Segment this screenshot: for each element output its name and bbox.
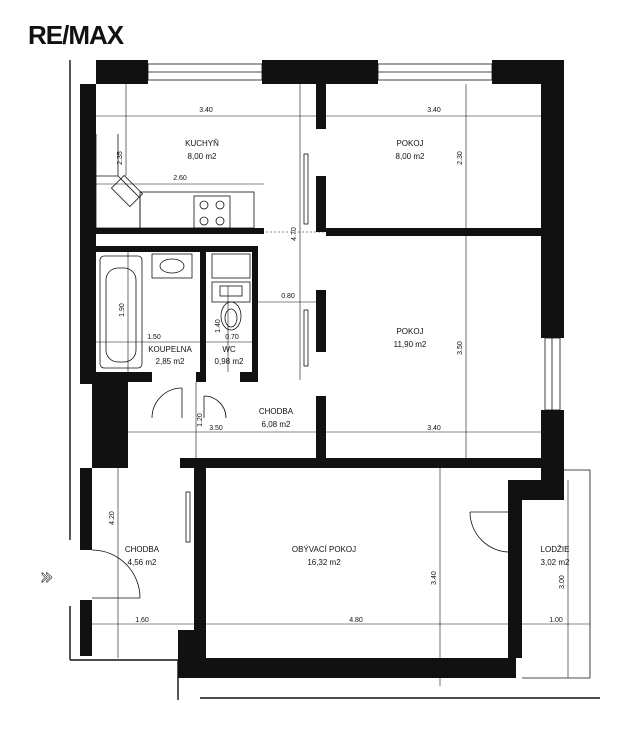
- room1-name: POKOJ: [396, 139, 423, 148]
- hall-upper-name: CHODBA: [259, 407, 294, 416]
- fixtures: [91, 134, 519, 655]
- dim-kitchen-counter: 2.60: [173, 175, 187, 182]
- kitchen-name: KUCHYŇ: [185, 139, 219, 148]
- dim-kitchen-width: 3.40: [199, 107, 213, 114]
- dim-upper-left-width: 3.50: [209, 425, 223, 432]
- dim-loggia-depth: 3.00: [559, 575, 566, 589]
- kitchen-sink: [110, 174, 144, 208]
- hall-lower-area: 4,56 m2: [128, 558, 157, 567]
- bathtub: [99, 255, 143, 369]
- hall-lower-name: CHODBA: [125, 545, 160, 554]
- living-name: OBÝVACÍ POKOJ: [292, 545, 356, 554]
- walls: [69, 60, 600, 700]
- dim-room1-depth: 2.30: [457, 151, 464, 165]
- room1-area: 8,00 m2: [396, 152, 425, 161]
- loggia-area: 3,02 m2: [541, 558, 570, 567]
- bathroom-area: 2,85 m2: [156, 357, 185, 366]
- dim-corridor-length: 4.70: [291, 227, 298, 241]
- dim-room2-width: 3.40: [427, 425, 441, 432]
- wc-name: WC: [222, 345, 236, 354]
- window-room2: [544, 337, 561, 411]
- wc-area: 0,98 m2: [215, 357, 244, 366]
- entry-door-swing: [91, 549, 141, 599]
- dim-hall-width: 1.20: [197, 413, 204, 427]
- dim-room2-depth: 3.50: [457, 341, 464, 355]
- dimension-lines: [92, 84, 590, 686]
- dim-loggia-width: 1.00: [549, 617, 563, 624]
- dimension-labels: 3.40 3.40 2.35 2.60 2.30 4.70 0.80 1.90 …: [109, 107, 566, 624]
- kitchen-counter-straight: [139, 191, 255, 229]
- dim-room1-width: 3.40: [427, 107, 441, 114]
- entry-arrow-icon: »: [40, 565, 53, 590]
- kitchen-area: 8,00 m2: [188, 152, 217, 161]
- dim-bath-width: 1.50: [147, 334, 161, 341]
- dim-door-width: 0.80: [281, 293, 295, 300]
- dim-living-width: 4.80: [349, 617, 363, 624]
- dim-living-depth: 3.40: [431, 571, 438, 585]
- dim-hall-lower-depth: 4.20: [109, 511, 116, 525]
- remax-logo: RE/MAX: [28, 20, 125, 50]
- dim-kitchen-depth: 2.35: [117, 151, 124, 165]
- living-area: 16,32 m2: [307, 558, 341, 567]
- bathroom-name: KOUPELNA: [148, 345, 192, 354]
- room2-area: 11,90 m2: [394, 340, 427, 349]
- loggia-name: LODŽIE: [541, 545, 570, 554]
- dim-hall-lower-width: 1.60: [135, 617, 149, 624]
- washing-machine: [211, 253, 251, 279]
- stove: [193, 195, 231, 229]
- hall-upper-area: 6,08 m2: [262, 420, 291, 429]
- dim-bath-depth: 1.90: [119, 303, 126, 317]
- toilet: [220, 301, 242, 331]
- bath-sink: [151, 253, 193, 279]
- dim-wc-width: 0.70: [225, 334, 239, 341]
- dim-wc-depth: 1.40: [215, 319, 222, 333]
- room-labels: KUCHYŇ 8,00 m2 POKOJ 8,00 m2 POKOJ 11,90…: [125, 139, 570, 567]
- room2-name: POKOJ: [396, 327, 423, 336]
